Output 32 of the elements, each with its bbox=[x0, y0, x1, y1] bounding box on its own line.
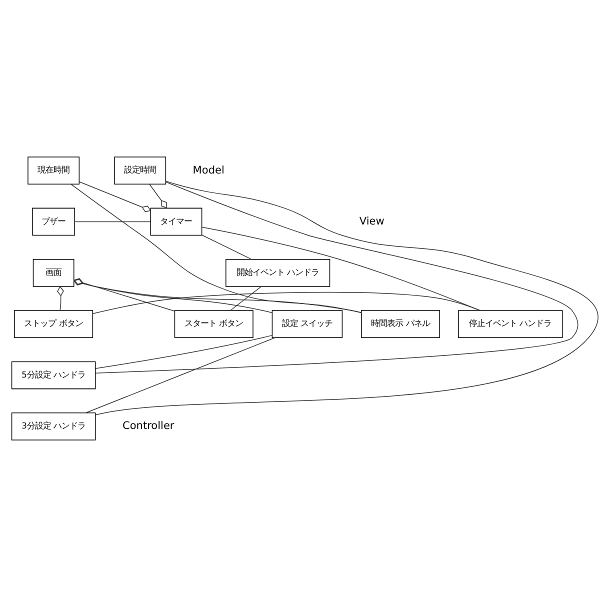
connector bbox=[73, 278, 362, 312]
connector bbox=[230, 286, 262, 310]
connector bbox=[78, 180, 152, 212]
connector bbox=[74, 278, 175, 312]
label: Model bbox=[192, 164, 224, 176]
connector bbox=[85, 336, 276, 413]
node-box: 設定 スイッチ bbox=[272, 310, 343, 338]
connector bbox=[92, 291, 481, 314]
label: View bbox=[359, 215, 384, 228]
connector bbox=[202, 234, 252, 260]
connector bbox=[149, 183, 168, 208]
connector bbox=[94, 181, 578, 373]
node-box: 現在時間 bbox=[28, 156, 80, 184]
label: Controller bbox=[122, 420, 174, 432]
connector bbox=[95, 334, 273, 368]
connector bbox=[95, 180, 598, 415]
node-box: タイマー bbox=[150, 207, 202, 236]
node-box: 停止イベント ハンドラ bbox=[458, 310, 563, 338]
node-box: スタート ボタン bbox=[174, 310, 254, 338]
connector bbox=[73, 278, 273, 313]
node-box: 3分設定 ハンドラ bbox=[11, 412, 96, 440]
connector bbox=[202, 226, 480, 310]
connector bbox=[57, 286, 64, 310]
node-box: 画面 bbox=[32, 258, 74, 286]
node-box: 開始イベント ハンドラ bbox=[226, 258, 330, 286]
node-box: ブザー bbox=[32, 207, 76, 236]
node-box: 設定時間 bbox=[114, 156, 166, 184]
node-box: 5分設定 ハンドラ bbox=[11, 360, 96, 389]
node-box: ストップ ボタン bbox=[14, 310, 94, 338]
node-box: 時間表示 パネル bbox=[361, 310, 440, 338]
connector bbox=[74, 220, 152, 222]
connector bbox=[70, 183, 362, 313]
